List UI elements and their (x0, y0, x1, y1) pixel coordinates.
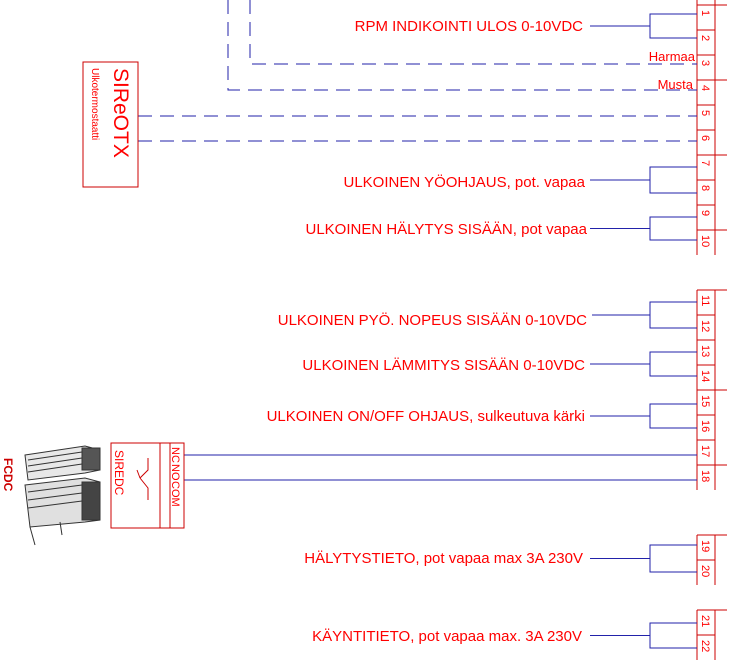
siredc-relay: SIREDC NC NO COM (110, 442, 185, 529)
label-yoohjaus: ULKOINEN YÖOHJAUS, pot. vapaa (344, 173, 586, 191)
terminal-number-15: 15 (699, 395, 711, 407)
relay-contact-symbol (139, 458, 149, 500)
label-lammitys: ULKOINEN LÄMMITYS SISÄÄN 0-10VDC (302, 357, 585, 374)
terminal-number-19: 19 (699, 540, 711, 552)
terminal-number-21: 21 (699, 615, 711, 627)
label-halytystieto: HÄLYTYSTIETO, pot vapaa max 3A 230V (304, 550, 583, 567)
terminal-number-22: 22 (699, 640, 711, 652)
terminal-number-5: 5 (699, 110, 711, 116)
fcdc-device-icon (24, 445, 101, 546)
terminal-number-9: 9 (699, 210, 711, 216)
terminal-number-2: 2 (699, 35, 711, 41)
label-rpm: RPM INDIKOINTI ULOS 0-10VDC (355, 18, 584, 35)
sireotx-thermostat: SIReOTX Ulkotermostaatti (82, 61, 139, 188)
terminal-number-7: 7 (699, 160, 711, 166)
sireotx-title: SIReOTX (109, 68, 132, 158)
terminal-number-20: 20 (699, 565, 711, 577)
terminal-number-18: 18 (699, 470, 711, 482)
terminal-number-11: 11 (699, 295, 711, 306)
wires (138, 0, 697, 649)
terminal-number-1: 1 (699, 10, 711, 16)
label-harmaa: Harmaa (649, 49, 696, 64)
fcdc-label: FCDC (1, 458, 15, 492)
siredc-title: SIREDC (112, 450, 126, 496)
sireotx-subtitle: Ulkotermostaatti (89, 68, 100, 140)
label-kayntitieto: KÄYNTITIETO, pot vapaa max. 3A 230V (312, 628, 582, 645)
siredc-nc: NC (169, 447, 181, 463)
siredc-com: COM (169, 481, 181, 507)
label-halytys-sisaan: ULKOINEN HÄLYTYS SISÄÄN, pot vapaa (305, 221, 587, 238)
terminal-number-14: 14 (699, 370, 711, 382)
terminal-number-3: 3 (699, 60, 711, 66)
terminal-number-13: 13 (699, 345, 711, 357)
label-pyo-nopeus: ULKOINEN PYÖ. NOPEUS SISÄÄN 0-10VDC (278, 311, 587, 329)
terminal-number-10: 10 (699, 235, 711, 247)
label-musta: Musta (658, 77, 694, 92)
terminal-number-16: 16 (699, 420, 711, 432)
terminal-number-4: 4 (699, 85, 711, 91)
siredc-no: NO (169, 464, 181, 481)
terminal-number-17: 17 (699, 445, 711, 457)
terminal-number-8: 8 (699, 185, 711, 191)
terminal-number-12: 12 (699, 320, 711, 332)
label-onoff: ULKOINEN ON/OFF OHJAUS, sulkeutuva kärki (267, 408, 585, 425)
terminal-number-6: 6 (699, 135, 711, 141)
